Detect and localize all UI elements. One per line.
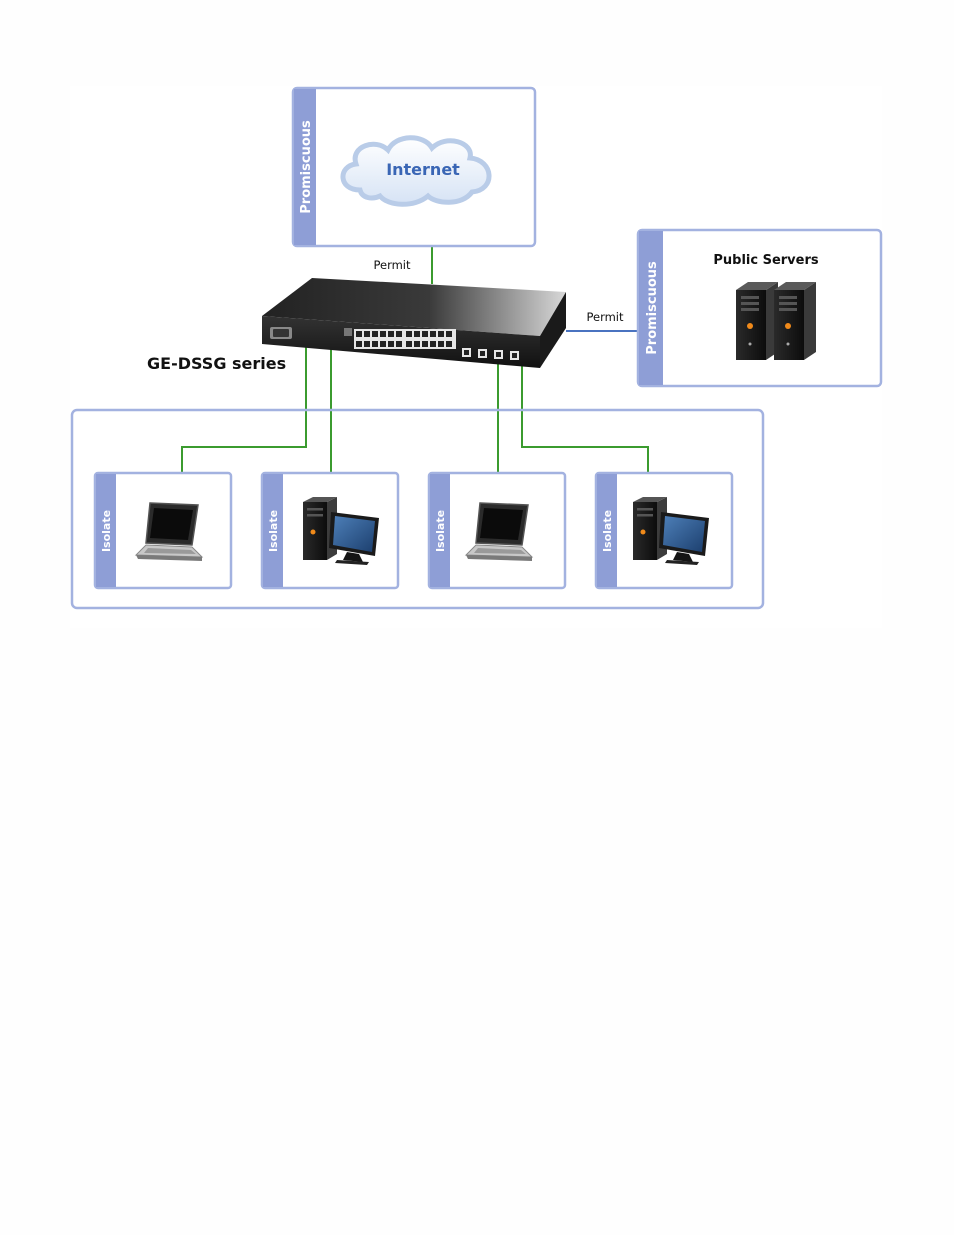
link-internet-label: Permit	[373, 258, 411, 272]
link-servers-label: Permit	[586, 310, 624, 324]
server-icon	[736, 282, 778, 360]
isolated-zone-2: Isolate	[262, 473, 398, 588]
internet-zone-tag: Promiscuous	[299, 120, 314, 214]
switch-label: GE-DSSG series	[147, 354, 286, 373]
isolate-tag: Isolate	[100, 510, 113, 552]
isolate-tag: Isolate	[434, 510, 447, 552]
isolated-zone-1: Isolate	[95, 473, 231, 588]
internet-cloud-icon: Internet	[343, 138, 489, 205]
server-icon	[774, 282, 816, 360]
isolated-zone-4: Isolate	[596, 473, 732, 588]
isolate-tag: Isolate	[601, 510, 614, 552]
isolated-zone-3: Isolate	[429, 473, 565, 588]
servers-zone-tag: Promiscuous	[645, 261, 660, 355]
internet-zone: Promiscuous Internet	[293, 88, 535, 246]
servers-zone-title: Public Servers	[713, 253, 819, 268]
cloud-label: Internet	[386, 160, 460, 179]
isolate-tag: Isolate	[267, 510, 280, 552]
servers-zone: Promiscuous Public Servers	[638, 230, 881, 386]
